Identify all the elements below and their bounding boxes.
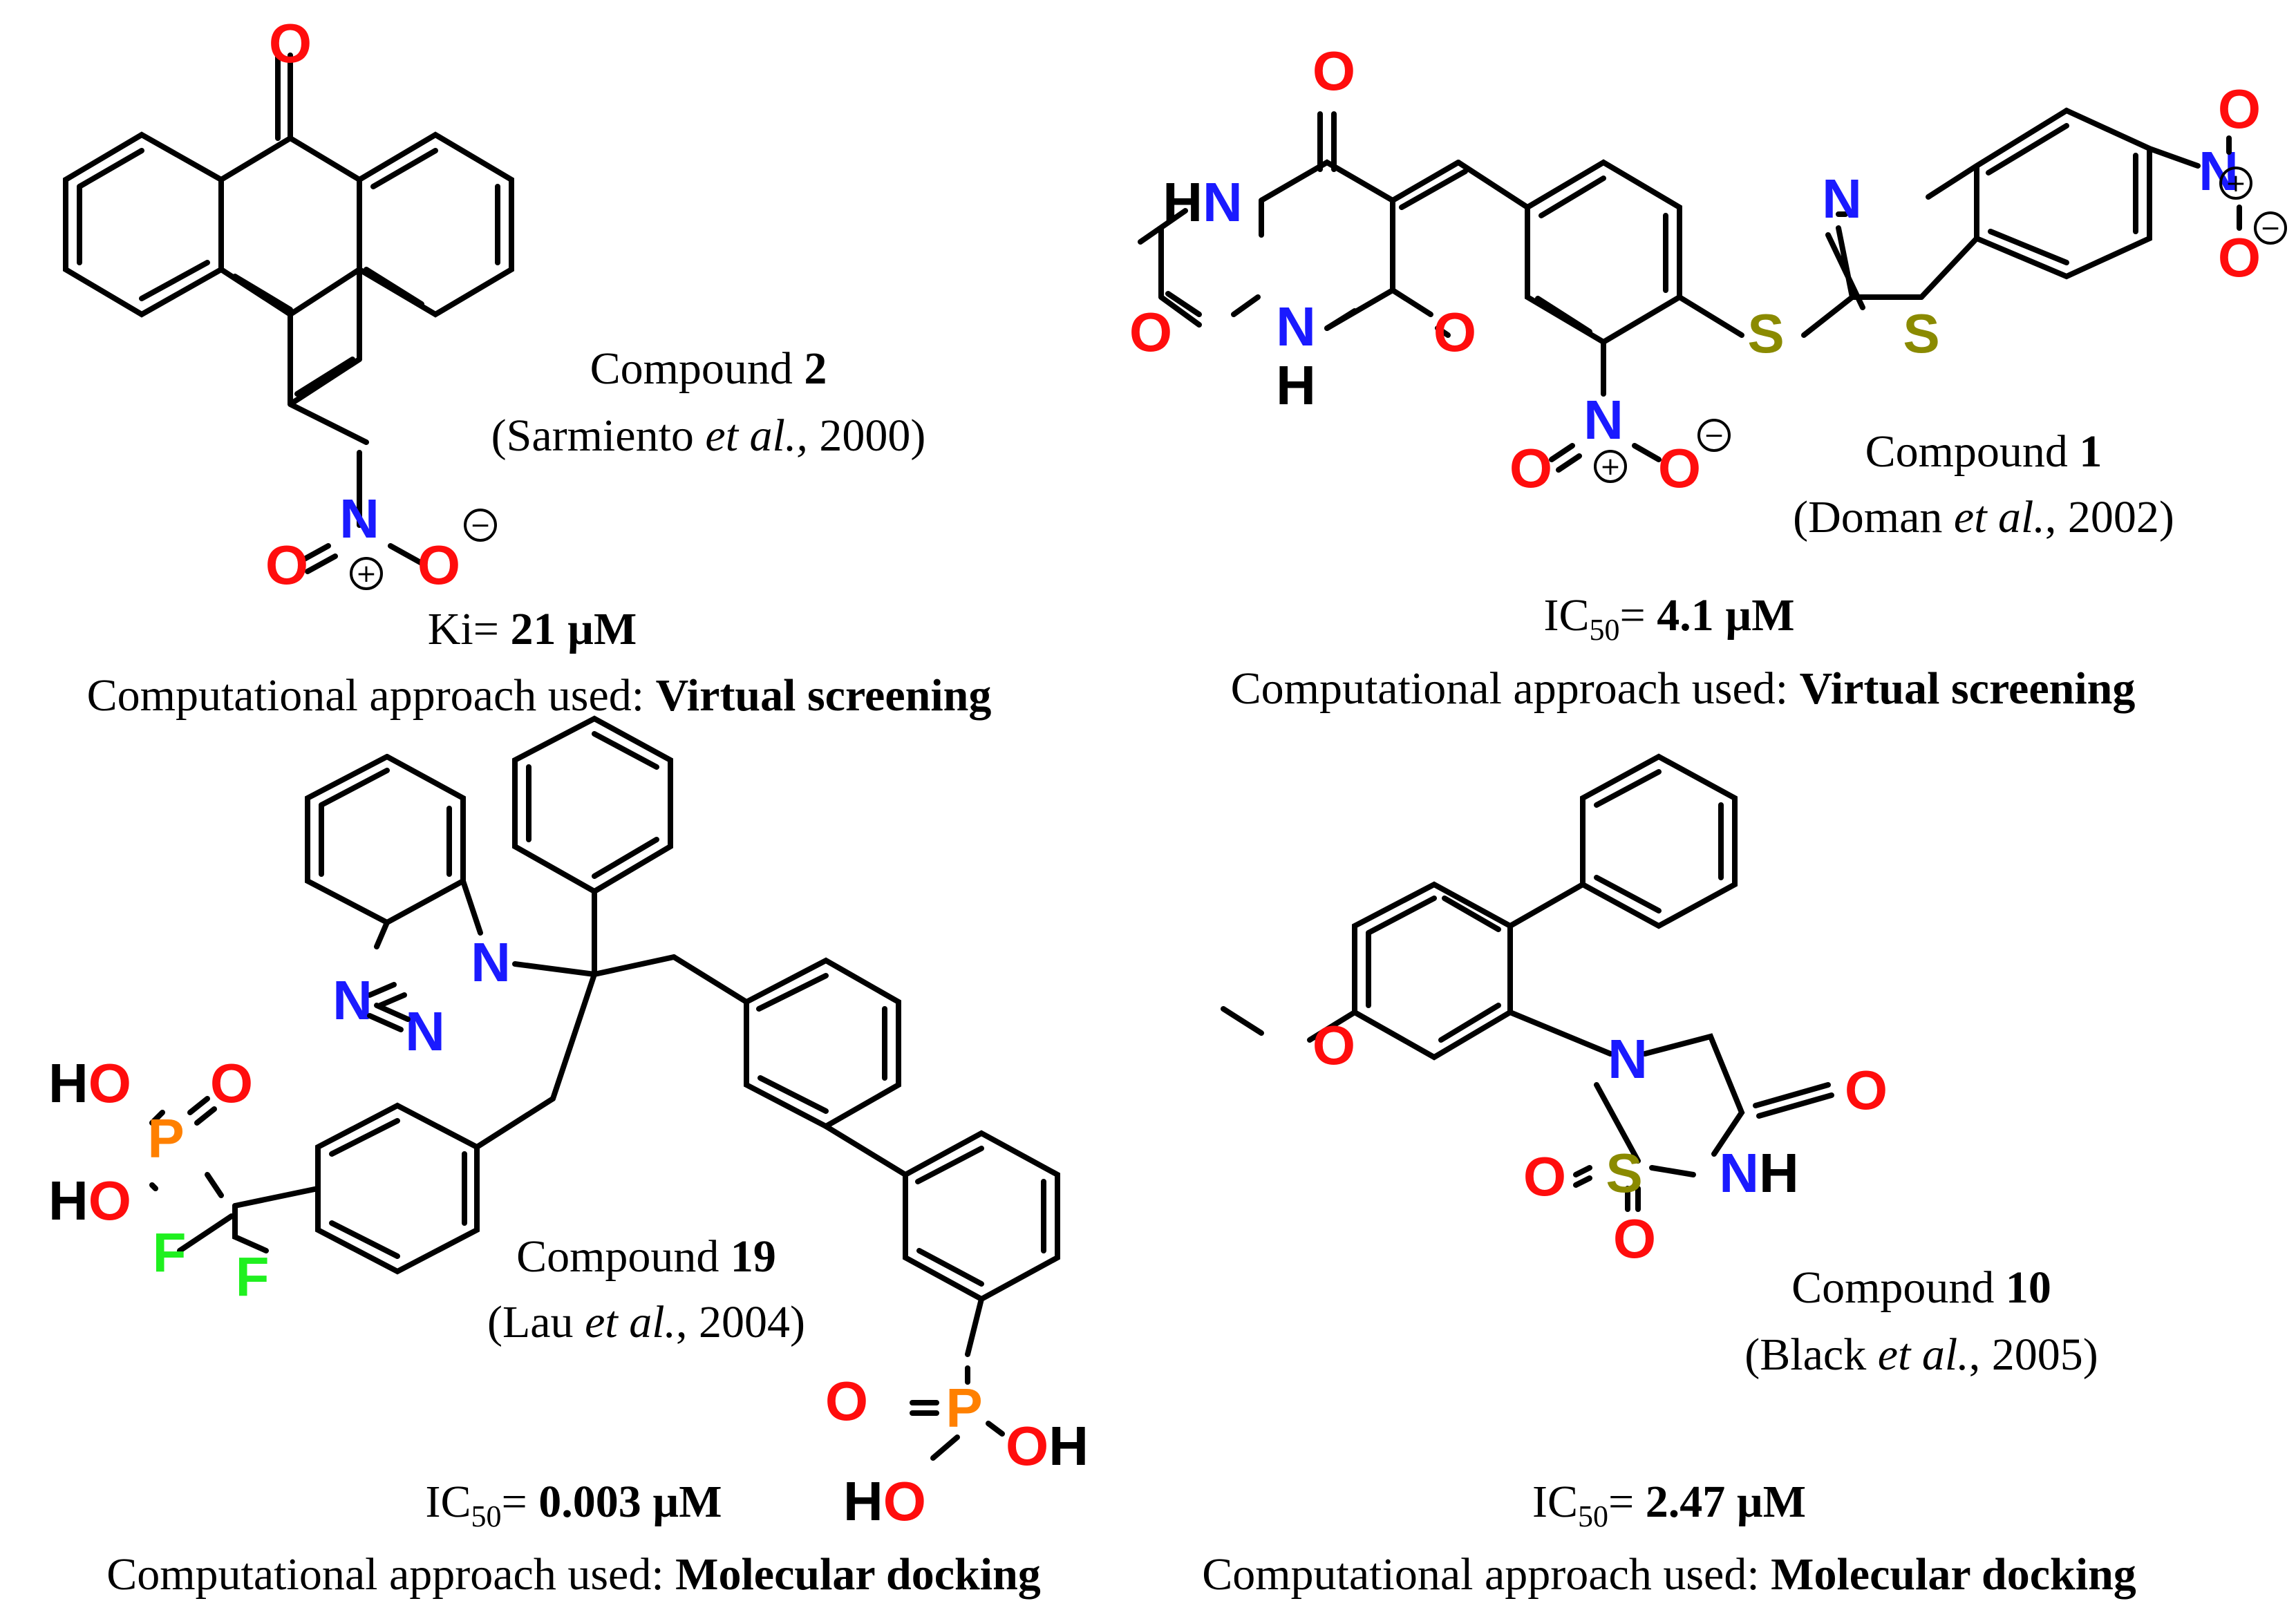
minus-sign: − [1704,422,1724,450]
compound-10-name: Compound 10 [1791,1262,2051,1313]
hydroxyl-group: HO [843,1470,926,1532]
oxygen-atom: O [1845,1059,1888,1121]
oxygen-atom: O [417,534,460,596]
plus-sign: + [2226,169,2246,198]
negative-charge-icon [2254,211,2287,245]
oxygen-atom: O [2218,227,2261,288]
fluorine-atom: F [153,1222,187,1283]
compound-19-activity: IC50= 0.003 µM [425,1477,722,1533]
compound-19-structure: N N N HO O P HO F F O P OH HO [48,715,1089,1532]
nitrogen-atom: N [1276,296,1316,357]
oxygen-atom: O [1613,1208,1656,1269]
compound-19-reference: (Lau et al., 2004) [487,1297,805,1347]
compound-10-activity: IC50= 2.47 µM [1532,1477,1806,1533]
minus-sign: − [2260,214,2281,243]
compound-1-structure: O HN O N H O S N S N O O + − N O O + − [1129,40,2287,499]
nitrogen-atom: N [1583,389,1624,451]
oxygen-atom: O [1312,1014,1355,1076]
compound-2-structure: O N O O + − [63,12,514,596]
oxygen-atom: O [1509,437,1552,499]
compound-10-structure: O N O O S NH O [1221,753,1888,1269]
oxygen-atom: O [265,534,308,596]
oxygen-atom: O [210,1052,253,1114]
nh-group: HN [1163,171,1243,233]
sulfur-atom: S [1606,1142,1642,1204]
nitrogen-atom: N [332,969,373,1031]
compound-2-approach: Computational approach used: Virtual scr… [87,670,992,721]
compound-10-reference: (Black et al., 2005) [1744,1329,2098,1380]
oxygen-atom: O [1129,301,1172,363]
oxygen-atom: O [1312,40,1355,102]
positive-charge-icon [350,557,383,590]
negative-charge-icon [1697,419,1731,452]
positive-charge-icon [1594,450,1627,483]
compound-19-name: Compound 19 [516,1231,776,1282]
compound-1-reference: (Doman et al., 2002) [1793,492,2174,542]
hydroxyl-group: OH [1006,1415,1089,1477]
compound-1-activity: IC50= 4.1 µM [1543,590,1794,647]
hydroxyl-group: HO [48,1170,131,1231]
nh-group: NH [1719,1142,1799,1204]
oxygen-atom: O [269,12,312,74]
hydrogen-atom: H [1276,354,1316,416]
plus-sign: + [1600,453,1621,481]
oxygen-atom: O [1433,301,1476,363]
minus-sign: − [470,511,491,540]
sulfur-atom: S [1903,303,1939,364]
negative-charge-icon [464,509,497,542]
oxygen-atom: O [1523,1146,1566,1207]
compound-2-name: Compound 2 [590,343,827,394]
oxygen-atom: O [1658,437,1701,499]
nitrogen-atom: N [1608,1028,1648,1090]
plus-sign: + [356,560,377,588]
compound-19-approach: Computational approach used: Molecular d… [106,1549,1041,1600]
nitrogen-atom: N [2199,140,2239,202]
nitrogen-atom: N [1822,168,1862,229]
phosphorus-atom: P [147,1108,184,1169]
fluorine-atom: F [236,1246,270,1307]
hydroxyl-group: HO [48,1052,131,1114]
compound-2-reference: (Sarmiento et al., 2000) [491,410,926,461]
nitrogen-atom: N [405,1001,445,1062]
compound-1-approach: Computational approach used: Virtual scr… [1231,663,2136,714]
nitrogen-atom: N [471,931,511,993]
oxygen-atom: O [2218,78,2261,140]
oxygen-atom: O [825,1370,868,1432]
phosphorus-atom: P [945,1377,982,1439]
positive-charge-icon [2219,167,2252,200]
compound-10-approach: Computational approach used: Molecular d… [1202,1549,2136,1600]
compound-2-activity: Ki= 21 µM [428,604,637,654]
sulfur-atom: S [1747,303,1784,364]
nitrogen-atom: N [339,488,379,549]
compound-1-name: Compound 1 [1865,426,2102,477]
